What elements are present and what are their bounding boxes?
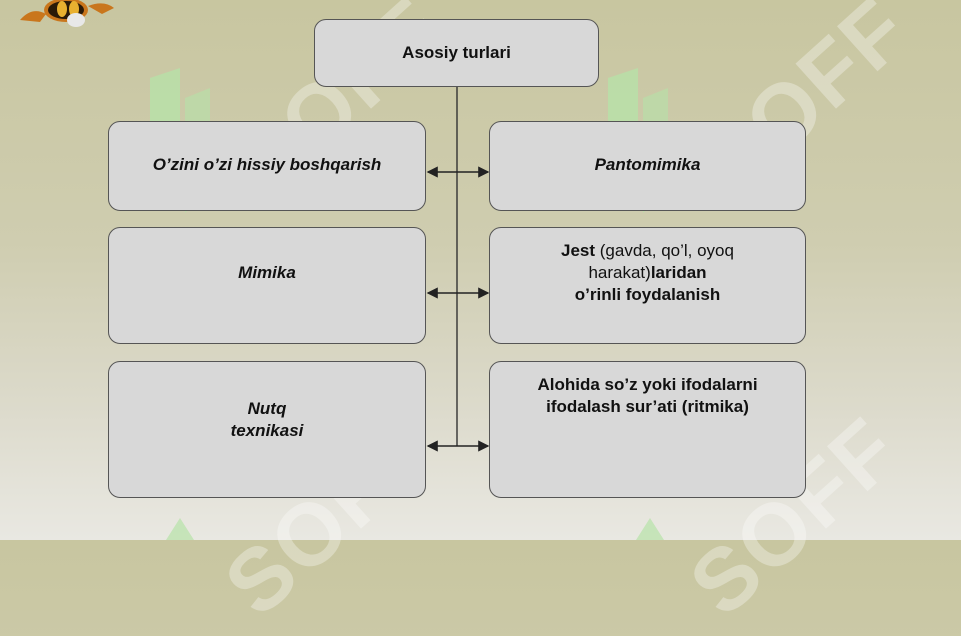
right-node-2-line-2: harakat)laridan [588,262,706,284]
left-node-3-label-line-1: Nutq [247,399,287,418]
right-node-2-line-3: o’rinli foydalanish [574,285,721,304]
left-node-2-label: Mimika [238,263,296,282]
right-node-3-line-1: Alohida so’z yoki ifodalarni [537,375,758,394]
right-node-1-label: Pantomimika [594,155,701,174]
left-node-3: Nutq texnikasi [108,361,426,498]
right-node-3: Alohida so’z yoki ifodalarni ifodalash s… [489,361,806,498]
diagram-connectors [426,87,490,452]
right-node-1: Pantomimika [489,121,806,211]
jest-harakat-text: harakat) [588,263,651,282]
left-node-2: Mimika [108,227,426,344]
root-node-label: Asosiy turlari [402,43,511,62]
jest-laridan-text: laridan [650,263,707,282]
right-node-2: Jest (gavda, qo’l, oyoq harakat)laridan … [489,227,806,344]
right-node-3-line-2: ifodalash sur’ati (ritmika) [546,397,749,416]
jest-word: Jest [561,241,596,260]
left-node-1-label: O’zini o’zi hissiy boshqarish [152,155,382,174]
left-node-1: O’zini o’zi hissiy boshqarish [108,121,426,211]
right-node-2-line-1: Jest (gavda, qo’l, oyoq [561,240,734,262]
left-node-3-label-line-2: texnikasi [230,421,304,440]
root-node: Asosiy turlari [314,19,599,87]
jest-paren-text: (gavda, qo’l, oyoq [595,241,734,260]
